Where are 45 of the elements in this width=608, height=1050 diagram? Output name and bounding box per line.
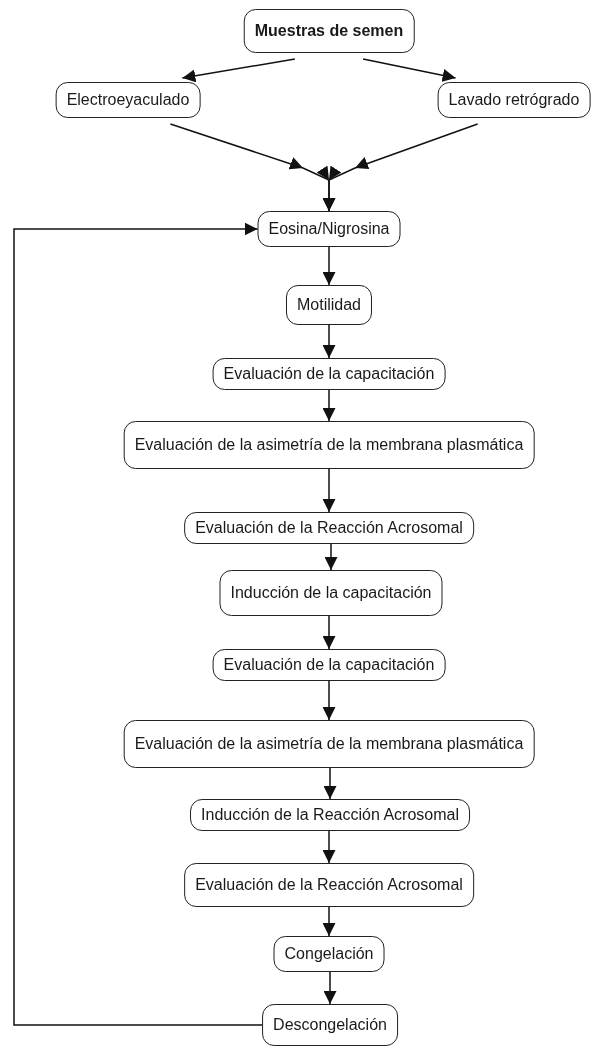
arrow <box>322 468 336 513</box>
box-label: Evaluación de la Reacción Acrosomal <box>195 519 463 537</box>
arrow <box>322 830 336 864</box>
arrow <box>323 767 337 800</box>
arrow <box>322 324 336 359</box>
box-label: Evaluación de la asimetría de la membrana plasmática <box>134 436 524 454</box>
process-box <box>184 863 474 907</box>
box-label: Congelación <box>284 945 374 963</box>
arrow <box>324 543 338 571</box>
process-box <box>184 512 474 544</box>
process-box <box>123 421 535 469</box>
process-box <box>123 720 535 768</box>
box-label: Electroeyaculado <box>66 91 190 109</box>
box-label: Descongelación <box>273 1016 387 1034</box>
process-box <box>212 358 446 390</box>
arrow <box>322 246 336 286</box>
arrow <box>322 906 336 937</box>
arrow <box>181 58 296 83</box>
box-label: Lavado retrógrado <box>448 91 580 109</box>
arrow <box>323 123 479 212</box>
box-label: Motilidad <box>297 296 361 314</box>
process-box <box>55 82 201 118</box>
process-box <box>219 570 443 616</box>
box-label: Eosina/Nigrosina <box>268 220 390 238</box>
box-label: Evaluación de la asimetría de la membrana plasmática <box>134 735 524 753</box>
process-box <box>212 649 446 681</box>
arrow <box>362 58 457 82</box>
arrow <box>322 389 336 422</box>
arrow <box>322 680 336 721</box>
box-label: Inducción de la capacitación <box>230 584 432 602</box>
box-label: Inducción de la Reacción Acrosomal <box>201 806 459 824</box>
process-box <box>437 82 591 118</box>
process-box <box>273 936 385 972</box>
process-box <box>257 211 401 247</box>
box-label: Evaluación de la capacitación <box>223 656 435 674</box>
arrow <box>322 615 336 650</box>
box-label: Evaluación de la Reacción Acrosomal <box>195 876 463 894</box>
box-label: Muestras de semen <box>254 22 404 40</box>
arrow <box>323 971 337 1005</box>
process-box <box>190 799 470 831</box>
arrow <box>13 222 263 1026</box>
box-label: Evaluación de la capacitación <box>223 365 435 383</box>
process-box <box>262 1004 398 1046</box>
process-box <box>286 285 372 325</box>
process-box <box>243 9 415 53</box>
